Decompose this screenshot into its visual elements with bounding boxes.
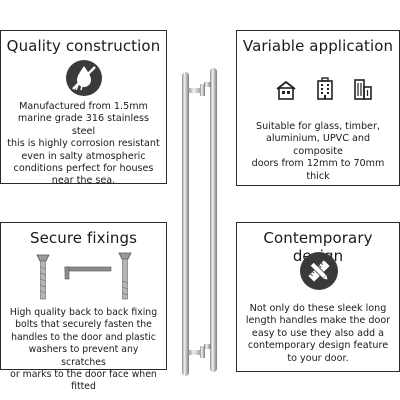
- secure-fixings-text: High quality back to back fixing bolts t…: [9, 307, 158, 393]
- apartment-building-icon: [317, 77, 333, 100]
- variable-application-title: Variable application: [242, 37, 394, 55]
- rust-proof-droplet-icon: [66, 60, 102, 96]
- secure-fixings-title: Secure fixings: [29, 229, 138, 247]
- allen-key-icon: [64, 266, 112, 280]
- contemporary-design-text: Not only do these sleek long length hand…: [245, 303, 391, 364]
- bolt-screw-icon: [118, 252, 132, 300]
- variable-application-text: Suitable for glass, timber, aluminium, U…: [251, 121, 385, 182]
- quality-construction-title: Quality construction: [6, 37, 161, 55]
- secure-fixings-panel: Secure fixings High quality back to back…: [0, 222, 167, 392]
- quality-construction-panel: Quality construction Manufactured from 1…: [0, 30, 167, 186]
- bolt-screw-icon: [36, 254, 50, 300]
- ruler-pencil-icon: [300, 252, 338, 290]
- contemporary-design-panel: Contemporary design Not only do these sl…: [236, 222, 400, 372]
- bar-handle-image: [182, 68, 217, 376]
- office-building-icon: [354, 79, 372, 100]
- quality-construction-text: Manufactured from 1.5mm marine grade 316…: [7, 101, 160, 187]
- variable-application-panel: Variable application Suitable for glass,…: [236, 30, 400, 186]
- house-icon: [276, 80, 296, 100]
